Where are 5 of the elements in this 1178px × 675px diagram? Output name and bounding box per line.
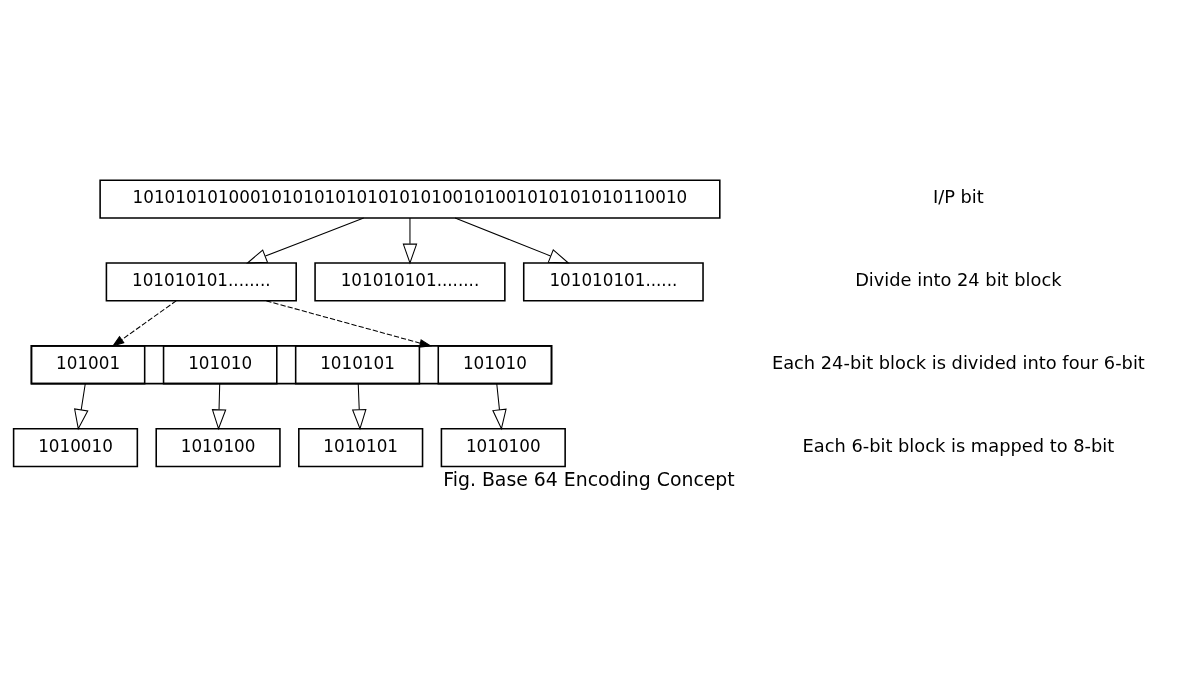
label: Divide into 24 bit block xyxy=(855,268,1062,290)
label: I/P bit xyxy=(932,185,984,207)
caption: Fig. Base 64 Encoding Concept xyxy=(443,467,735,490)
label: Each 6-bit block is mapped to 8-bit xyxy=(802,434,1115,456)
label: Each 24-bit block is divided into four 6-bit xyxy=(771,351,1145,373)
